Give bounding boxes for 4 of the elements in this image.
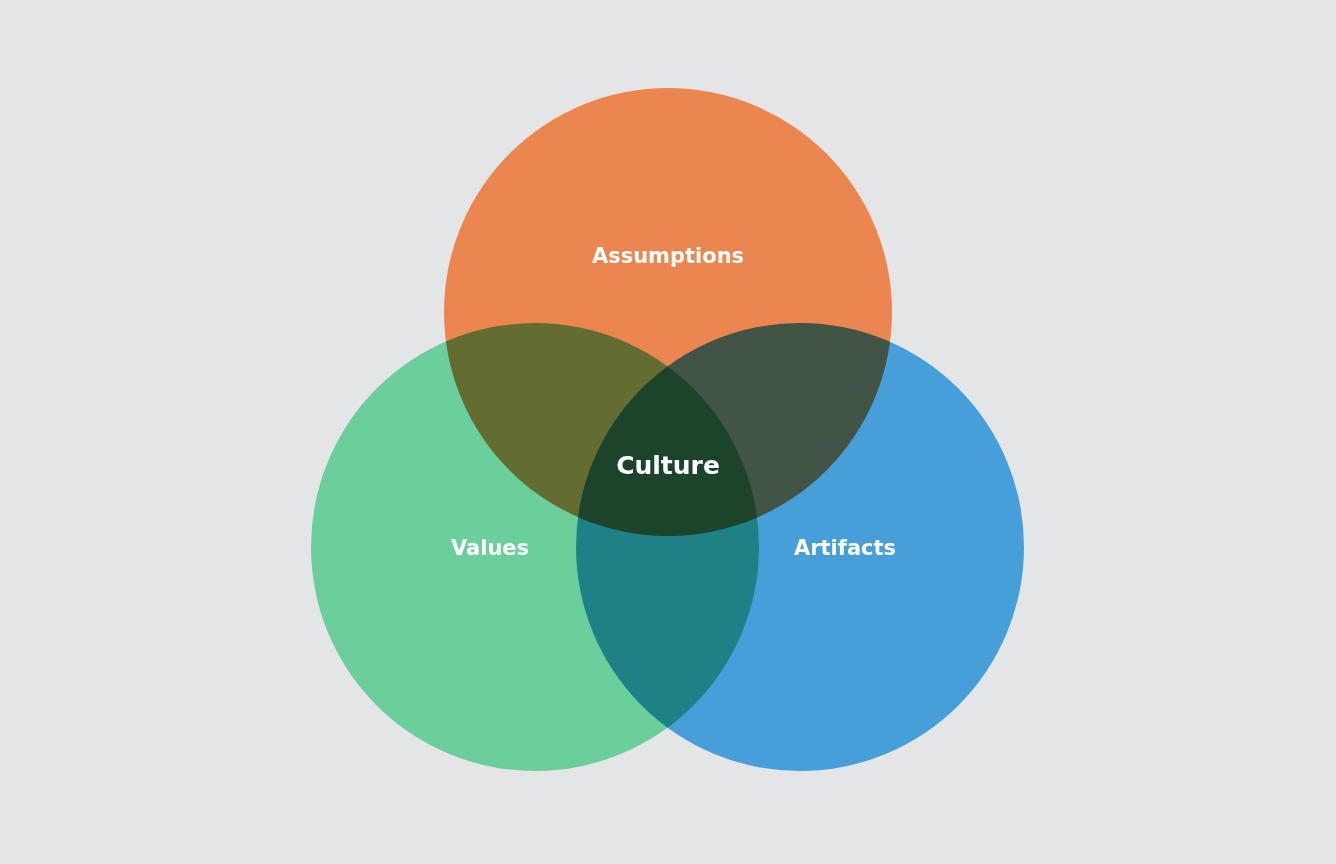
circle-label: Assumptions <box>591 244 745 268</box>
circle-label: Values <box>450 536 530 560</box>
circle-label: Artifacts <box>793 536 897 560</box>
center-label: Culture <box>616 450 720 480</box>
